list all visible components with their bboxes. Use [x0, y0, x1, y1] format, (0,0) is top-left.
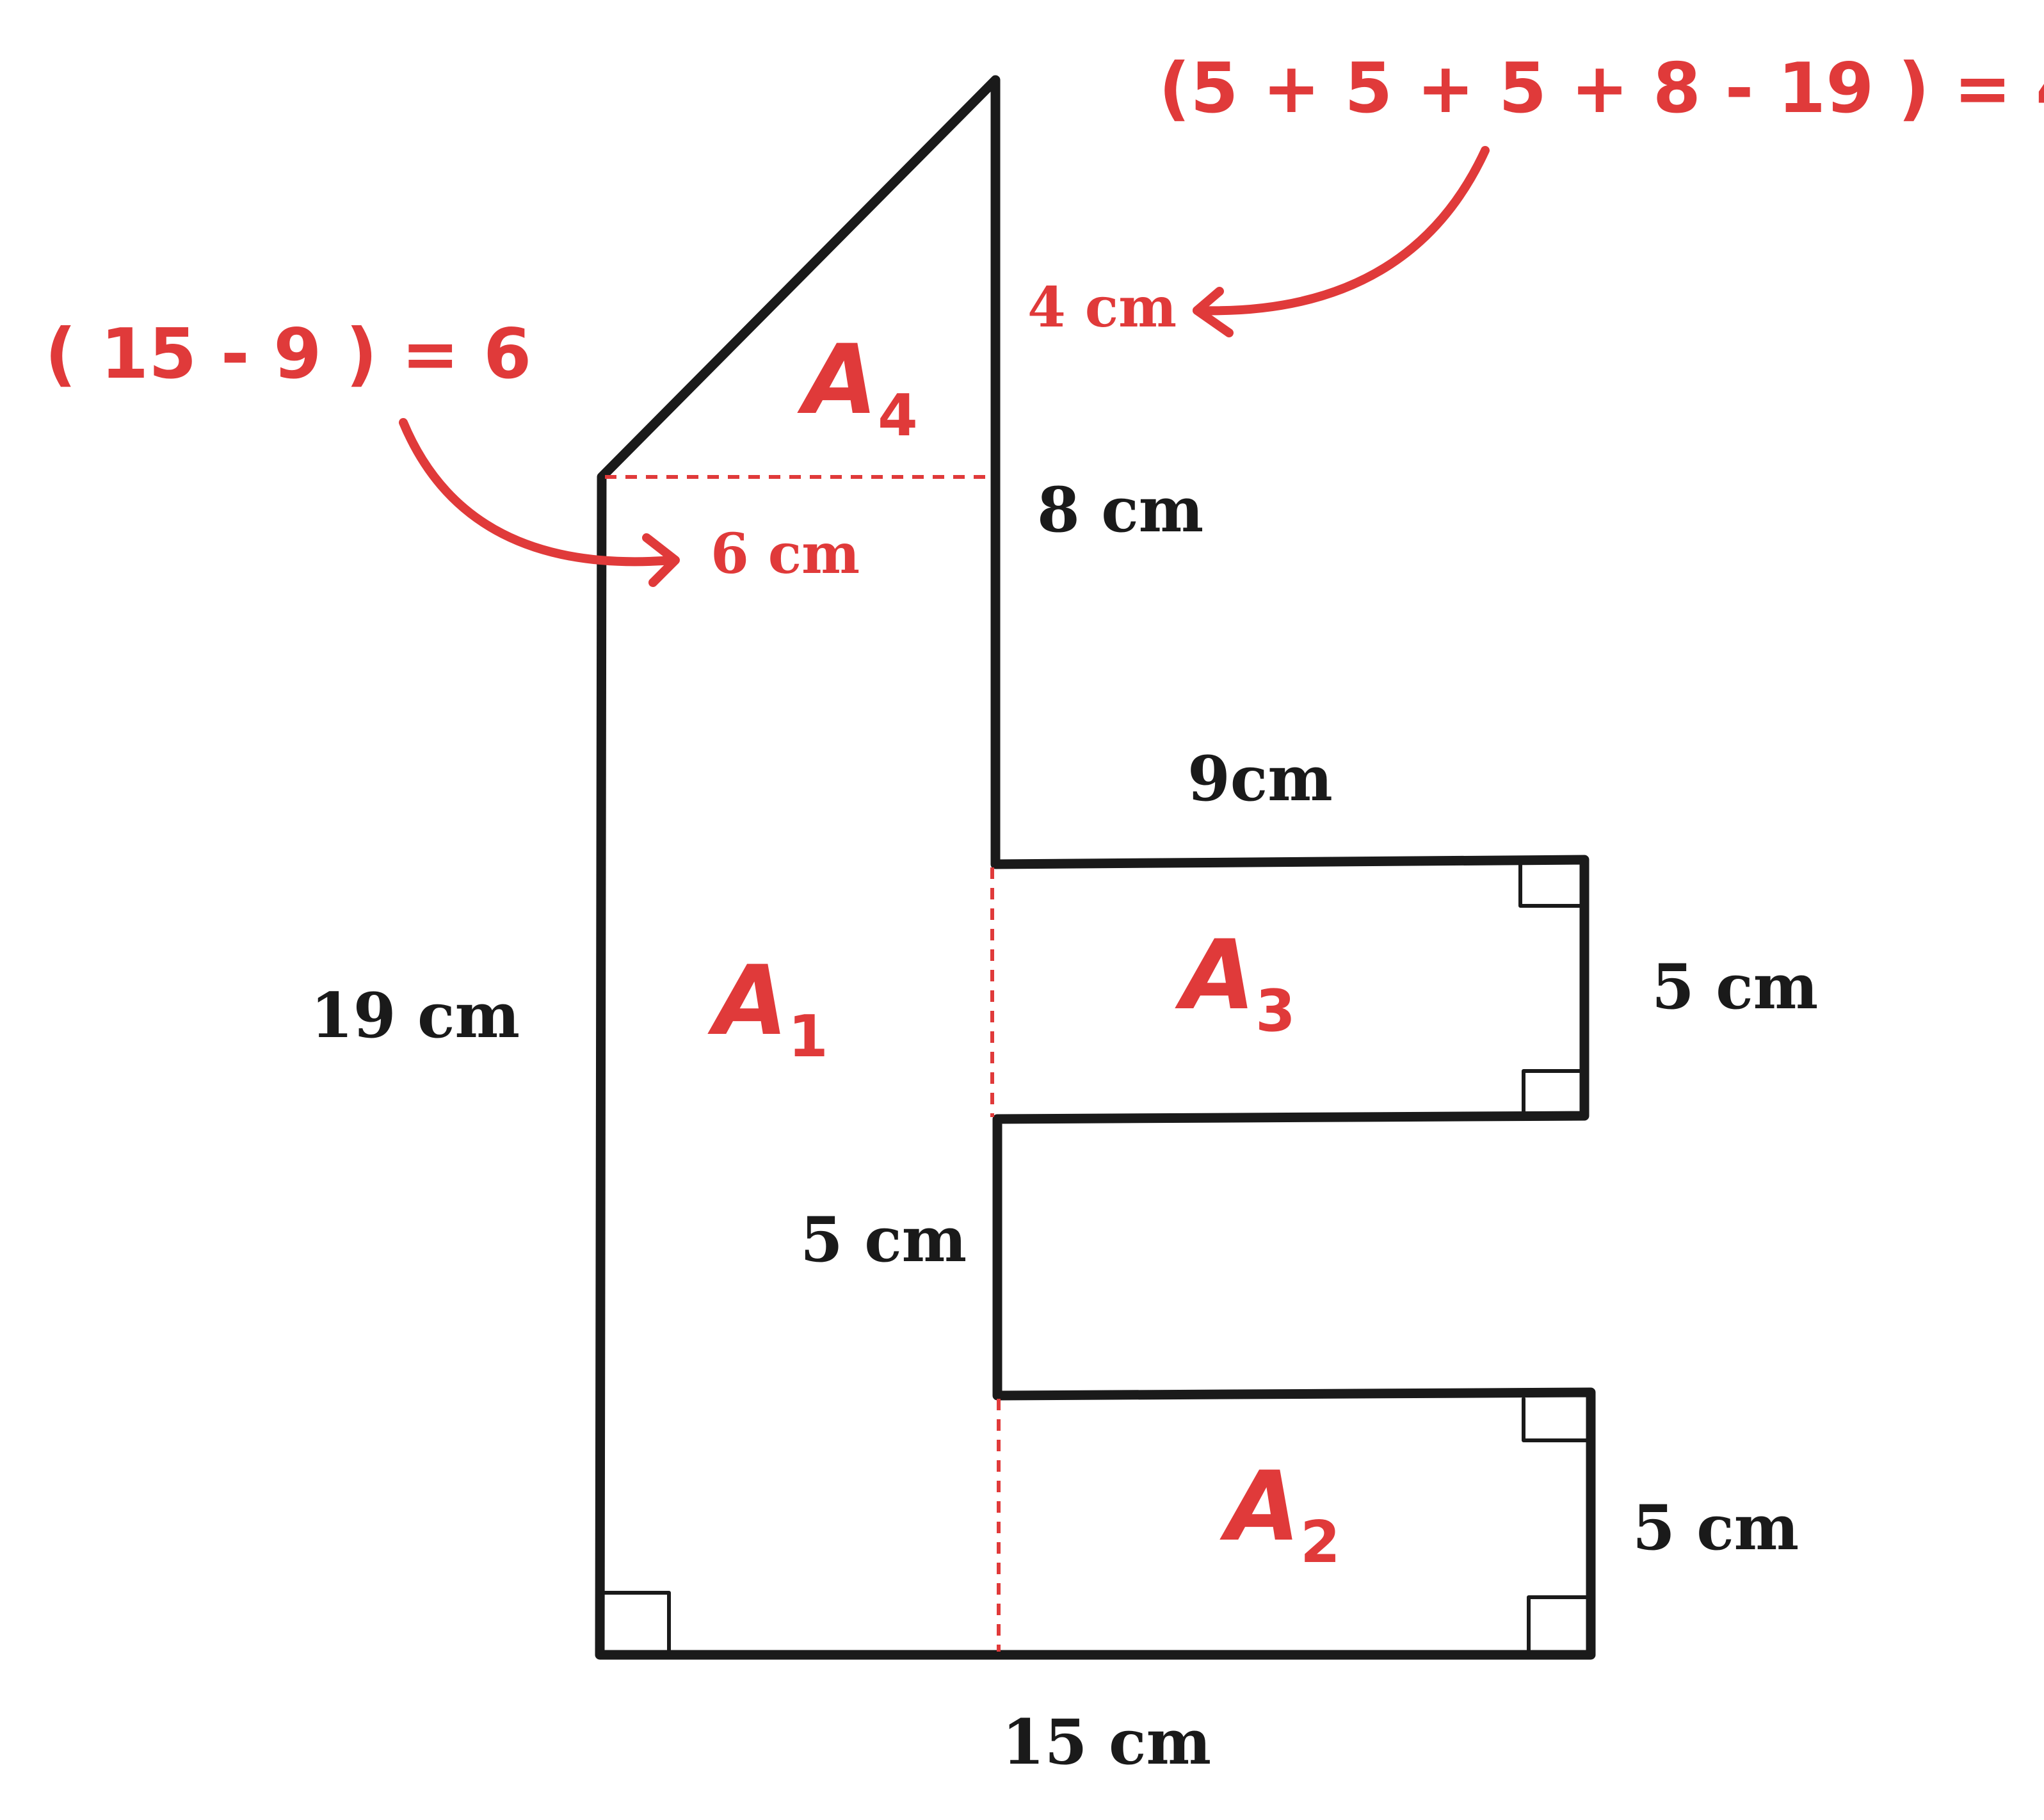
dimension-left-height: 19 cm [310, 979, 520, 1052]
area-label-a1: A1 [707, 946, 828, 1070]
dimension-triangle-height: 4 cm [1027, 275, 1177, 340]
calc-triangle-base: ( 15 - 9 ) = 6 [45, 314, 531, 394]
arrowhead-6cm [642, 533, 680, 587]
dimension-arm-width: 9cm [1187, 743, 1333, 815]
arrowhead-4cm [1193, 287, 1234, 337]
right-angle-marker-bottom-right [1527, 1595, 1588, 1654]
dimension-bottom-width: 15 cm [1002, 1706, 1211, 1778]
right-angle-marker-lower-arm-top [1522, 1397, 1588, 1442]
right-angle-marker-upper-arm-bottom [1522, 1069, 1582, 1115]
dimension-upper-arm-height: 5 cm [1652, 951, 1818, 1023]
right-angle-marker-upper-arm-top [1518, 862, 1582, 908]
dimension-lower-arm-height: 5 cm [1632, 1492, 1799, 1564]
dimension-right-upper-height: 8 cm [1037, 474, 1203, 546]
dimension-triangle-base: 6 cm [711, 522, 860, 586]
area-label-a3: A3 [1175, 920, 1296, 1045]
dimension-gap-height: 5 cm [800, 1204, 967, 1276]
shape-outline [595, 75, 1596, 1660]
arrow-to-4cm [1193, 146, 1490, 316]
area-label-a4: A4 [797, 325, 918, 449]
arrow-to-6cm [399, 418, 677, 567]
area-label-a2: A2 [1219, 1451, 1340, 1576]
right-angle-marker-bottom-left [603, 1591, 671, 1654]
calc-triangle-height: (5 + 5 + 5 + 8 - 19 ) = 4 [1159, 49, 2044, 129]
